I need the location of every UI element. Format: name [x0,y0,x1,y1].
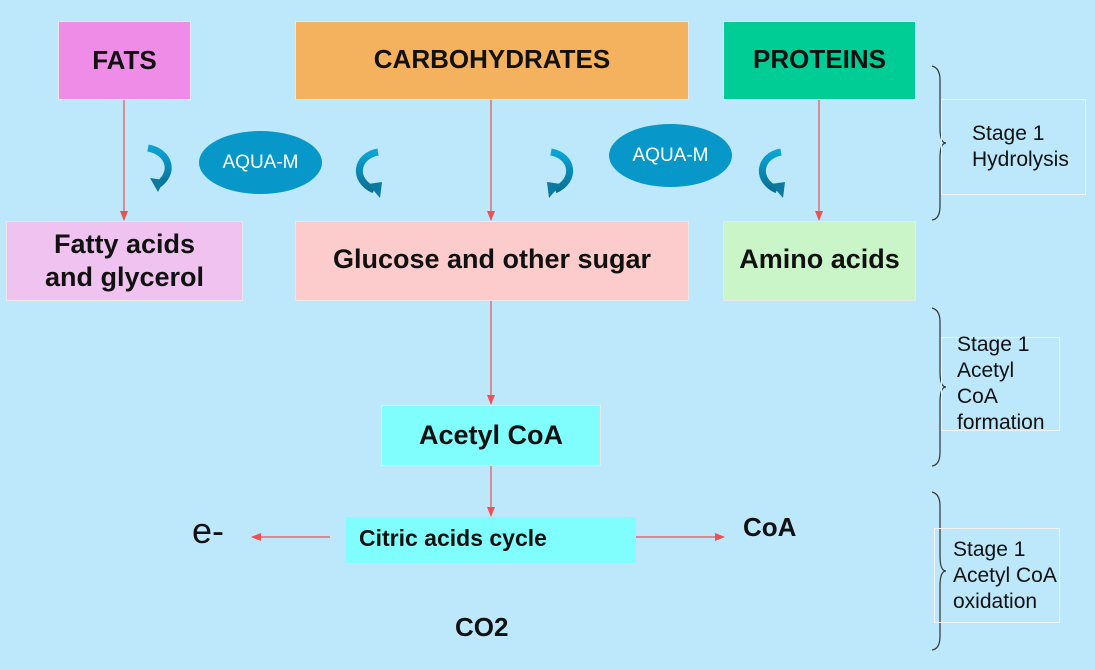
acetyl-coa-box: Acetyl CoA [381,405,601,466]
citric-cycle-box: Citric acids cycle [346,517,636,563]
stage-formation-line3: formation [957,411,1045,434]
stage-formation-line2: Acetyl CoA [957,359,1015,408]
stage-oxidation: Stage 1 Acetyl CoA oxidation [934,528,1060,623]
amino-acids-box: Amino acids [723,221,916,301]
carbohydrates-box: CARBOHYDRATES [295,21,689,100]
stage-brace-hydrolysis [931,65,947,221]
glucose-box: Glucose and other sugar [295,221,689,301]
stage-oxidation-line3: oxidation [953,589,1038,613]
co2-label: CO2 [455,612,509,642]
curved-arrow-3 [547,148,574,198]
coa-label: CoA [743,512,797,542]
stage-hydrolysis-line2: Hydrolysis [972,148,1069,171]
fatty-acids-line1: Fatty acids [53,229,196,259]
stage-oxidation-line1: Stage 1 [953,537,1026,561]
stage-formation: Stage 1 Acetyl CoA formation [941,333,1060,434]
fatty-acids-line2: and glycerol [44,262,205,292]
curved-arrow-1 [147,144,172,192]
stage-formation-line1: Stage 1 [957,333,1030,356]
stage-brace-formation [931,307,947,467]
curved-arrow-4 [758,148,785,198]
stage-oxidation-line2: Acetyl CoA [953,563,1057,587]
stage-hydrolysis: Stage 1 Hydrolysis [941,99,1086,195]
curved-arrow-2 [355,148,382,198]
fats-box: FATS [58,21,191,100]
enzyme-left: AQUA-M [199,131,322,194]
stage-hydrolysis-line1: Stage 1 [972,122,1045,145]
proteins-box: PROTEINS [723,21,916,100]
electrons-label: e- [192,510,225,551]
enzyme-right: AQUA-M [609,124,732,187]
fatty-acids-box: Fatty acids and glycerol [6,221,243,301]
stage-brace-oxidation [931,491,947,651]
